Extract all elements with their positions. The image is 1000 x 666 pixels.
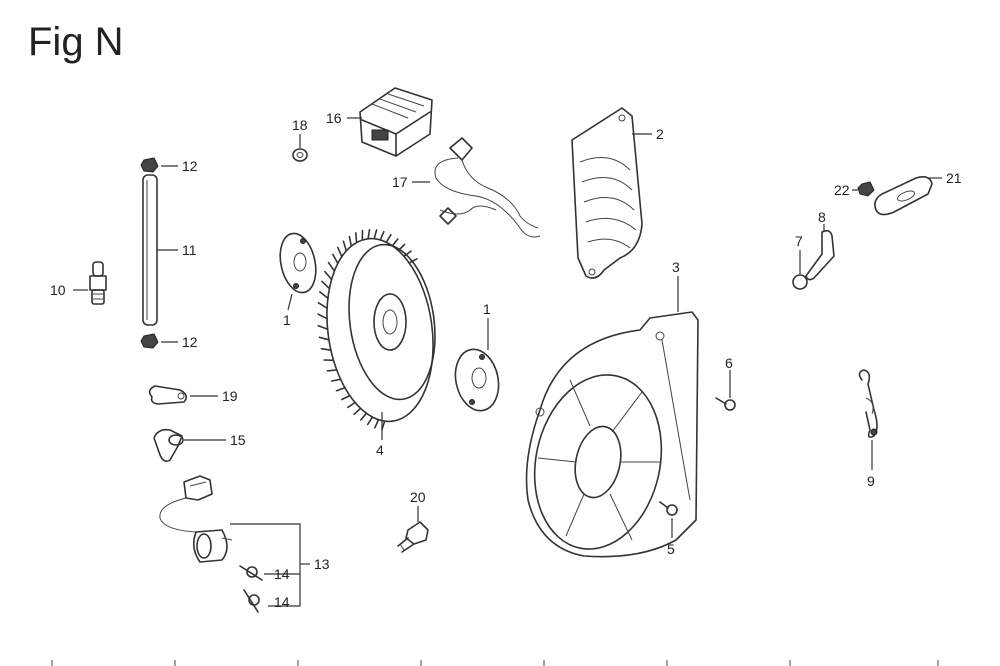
- plate-part-1-left: [279, 232, 317, 294]
- callout-8: 8: [818, 209, 826, 225]
- regulator-part-16: [359, 87, 433, 157]
- callout-1-right: 1: [483, 301, 491, 317]
- grommet-part-7: [792, 274, 808, 290]
- callout-16: 16: [326, 110, 342, 126]
- callout-11: 11: [182, 242, 197, 258]
- screw-part-5: [659, 501, 678, 516]
- callout-14-top: 14: [274, 566, 290, 582]
- callout-6: 6: [725, 355, 733, 371]
- flywheel-fin: [348, 235, 353, 247]
- flywheel-fin: [367, 228, 371, 240]
- flywheel-fin: [324, 270, 333, 281]
- flywheel-fin: [318, 291, 329, 300]
- bottom-ticks: [51, 660, 939, 666]
- flywheel-fin: [317, 301, 328, 310]
- callout-15: 15: [230, 432, 246, 448]
- callout-12-bottom: 12: [182, 334, 198, 350]
- flywheel-part-4: [317, 228, 436, 431]
- flywheel-fins: [317, 228, 418, 431]
- callout-22: 22: [834, 182, 850, 198]
- callout-1-left: 1: [283, 312, 291, 328]
- callout-2: 2: [656, 126, 664, 142]
- callout-4: 4: [376, 442, 384, 458]
- callout-9: 9: [867, 473, 875, 489]
- figure-title: Fig N: [28, 20, 124, 64]
- coil-part-13: [159, 475, 233, 563]
- callout-21: 21: [946, 170, 962, 186]
- clip-part-9: [858, 369, 878, 438]
- lever-part-8: [805, 229, 835, 281]
- wire-harness-part-17: [434, 137, 541, 238]
- flywheel-fin: [391, 238, 399, 247]
- rod-part-11: [142, 174, 158, 326]
- fitting-part-10: [89, 261, 107, 305]
- nut-part-12-top: [140, 157, 159, 173]
- flywheel-fin: [342, 240, 348, 252]
- cap-part-15: [153, 428, 184, 462]
- flywheel-fin: [353, 407, 362, 416]
- flywheel-fin: [321, 280, 331, 290]
- callout-19: 19: [222, 388, 238, 404]
- flywheel-fin: [335, 386, 346, 392]
- flywheel-fin: [318, 336, 330, 341]
- callouts: 1 1 2 3 4 5 6 7 8 9 10 11 12 12 13 14 14…: [50, 110, 962, 610]
- flywheel-fin: [408, 257, 418, 264]
- finned-cover-part-2: [571, 107, 643, 279]
- nut-part-22: [857, 181, 875, 197]
- flywheel-fin: [336, 246, 343, 258]
- callout-13: 13: [314, 556, 330, 572]
- callout-10: 10: [50, 282, 66, 298]
- callout-3: 3: [672, 259, 680, 275]
- plate-part-1-right: [454, 348, 500, 412]
- washer-part-18: [292, 148, 308, 162]
- screw-part-14-top: [239, 565, 263, 581]
- flywheel-fin: [326, 369, 338, 372]
- flywheel-fin: [317, 313, 328, 320]
- flywheel-fin: [327, 261, 336, 272]
- flywheel-fin: [320, 347, 332, 352]
- callout-12-top: 12: [182, 158, 198, 174]
- flywheel-fin: [385, 233, 392, 244]
- callout-17: 17: [392, 174, 408, 190]
- flywheel-fin: [330, 378, 342, 382]
- bolt-part-20: [397, 521, 429, 553]
- callout-14-bottom: 14: [274, 594, 290, 610]
- lug-part-19: [148, 385, 188, 405]
- screw-part-6: [715, 397, 736, 411]
- flywheel-fin: [379, 230, 385, 241]
- leader-lines: [73, 117, 942, 607]
- flywheel-fin: [346, 401, 356, 409]
- flywheel-fin: [373, 229, 378, 240]
- fan-shroud-part-3: [525, 311, 699, 558]
- gasket-part-21: [874, 176, 933, 216]
- flywheel-fin: [317, 324, 329, 331]
- callout-5: 5: [667, 541, 675, 557]
- flywheel-fin: [354, 232, 358, 244]
- callout-18: 18: [292, 117, 308, 133]
- flywheel-fin: [403, 250, 412, 258]
- nut-part-12-bottom: [140, 333, 159, 349]
- flywheel-fin: [397, 243, 406, 252]
- flywheel-fin: [332, 253, 339, 265]
- callout-20: 20: [410, 489, 426, 505]
- callout-7: 7: [795, 233, 803, 249]
- flywheel-fin: [373, 418, 380, 429]
- flywheel-fin: [341, 394, 351, 401]
- flywheel-fin: [359, 412, 368, 421]
- screw-part-14-bottom: [243, 589, 260, 613]
- flywheel-fin: [366, 416, 374, 426]
